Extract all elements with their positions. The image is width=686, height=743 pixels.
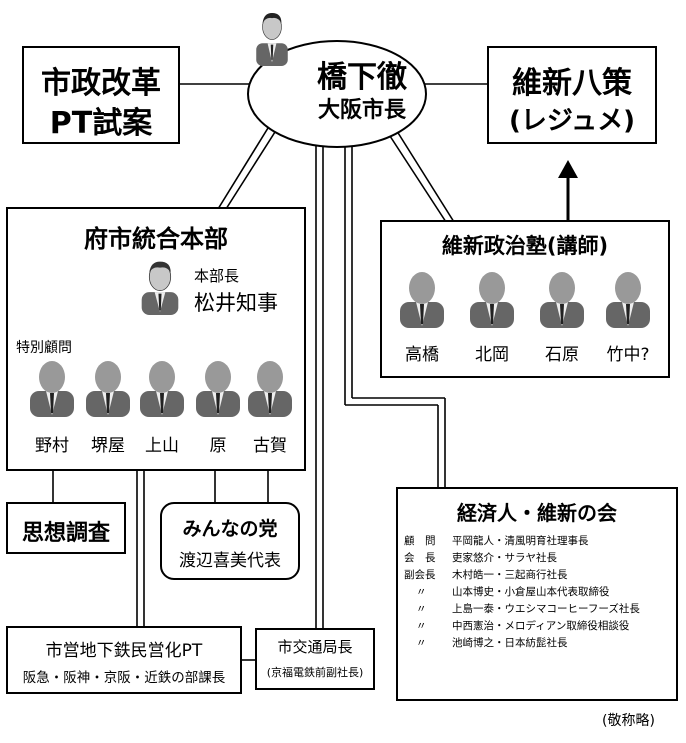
member-role: 顧 問: [404, 535, 436, 547]
honbu-head-role: 本部長: [194, 267, 240, 285]
ishin8-box: 維新八策 (レジュメ): [487, 46, 657, 144]
honbu-box: 府市統合本部 本部長 松井知事 特別顧問 野村 堺屋 上山 原 古賀: [6, 207, 306, 471]
advisor-4-icon: [196, 359, 240, 417]
keizai-member: 〃 中西憲治・メロディアン取締役相談役: [404, 618, 640, 635]
footnote: (敬称略): [602, 713, 655, 729]
member-person: 平岡龍人・清風明育社理事長: [452, 535, 589, 547]
member-person: 上島一泰・ウエシマコーヒーフーズ社長: [452, 603, 640, 615]
member-role: 〃: [416, 637, 427, 649]
keizai-member: 〃 山本博史・小倉屋山本代表取締役: [404, 584, 640, 601]
lecturer-1-icon: [400, 270, 444, 328]
member-person: 吏家悠介・サラヤ社長: [452, 552, 557, 564]
keizai-member-list: 顧 問 平岡龍人・清風明育社理事長 会 長 吏家悠介・サラヤ社長 副会長 木村皓一・三…: [404, 533, 640, 652]
hashimoto-portrait-icon: [250, 8, 300, 100]
kotsu-line2: (京福電鉄前副社長): [266, 666, 364, 679]
shiso-label: 思想調査: [21, 521, 110, 546]
subway-pt-box: 市営地下鉄民営化PT 阪急・阪神・京阪・近鉄の部課長: [6, 626, 242, 694]
reform-line2: PT試案: [49, 106, 153, 141]
member-person: 山本博史・小倉屋山本代表取締役: [452, 586, 610, 598]
juku-box: 維新政治塾(講師) 高橋 北岡 石原 竹中?: [380, 220, 670, 378]
member-person: 木村皓一・三起商行社長: [452, 569, 568, 581]
lecturer-4-icon: [606, 270, 650, 328]
reform-pt-box: 市政改革 PT試案: [22, 46, 180, 144]
advisor-2-name: 堺屋: [91, 436, 125, 456]
keizai-member: 副会長 木村皓一・三起商行社長: [404, 567, 640, 584]
keizai-member: 顧 問 平岡龍人・清風明育社理事長: [404, 533, 640, 550]
ishin8-line2: (レジュメ): [509, 106, 635, 136]
honbu-title: 府市統合本部: [84, 225, 228, 253]
member-role: 会 長: [404, 552, 436, 564]
advisor-4-name: 原: [209, 436, 227, 456]
keizai-member: 〃 池崎博之・日本紡髭社長: [404, 635, 640, 652]
keizai-box: 経済人・維新の会 顧 問 平岡龍人・清風明育社理事長 会 長 吏家悠介・サラヤ社長 …: [396, 487, 678, 701]
honbu-head-name: 松井知事: [194, 291, 278, 315]
member-person: 中西憲治・メロディアン取締役相談役: [452, 620, 630, 632]
lecturer-4-name: 竹中?: [606, 345, 650, 365]
center-title: 大阪市長: [317, 98, 406, 123]
advisor-2-icon: [86, 359, 130, 417]
juku-title: 維新政治塾(講師): [441, 234, 609, 258]
matsui-portrait-icon: [138, 257, 186, 333]
member-role: 副会長: [404, 569, 436, 581]
advisor-5-icon: [248, 359, 292, 417]
advisor-label: 特別顧問: [16, 340, 72, 356]
advisor-1-icon: [30, 359, 74, 417]
advisor-3-icon: [140, 359, 184, 417]
member-role: 〃: [416, 586, 427, 598]
lecturer-1-name: 高橋: [405, 345, 439, 365]
minna-line1: みんなの党: [182, 518, 278, 540]
keizai-member: 〃 上島一泰・ウエシマコーヒーフーズ社長: [404, 601, 640, 618]
center-name: 橋下徹: [317, 60, 407, 95]
advisor-5-name: 古賀: [253, 436, 287, 456]
reform-line1: 市政改革: [41, 66, 161, 101]
member-role: 〃: [416, 620, 427, 632]
ishin8-line1: 維新八策: [512, 66, 632, 101]
keizai-member: 会 長 吏家悠介・サラヤ社長: [404, 550, 640, 567]
minna-box: みんなの党 渡辺喜美代表: [160, 502, 300, 580]
shiso-box: 思想調査: [6, 502, 126, 554]
subway-line2: 阪急・阪神・京阪・近鉄の部課長: [22, 670, 226, 686]
minna-line2: 渡辺喜美代表: [179, 551, 281, 571]
kotsu-line1: 市交通局長: [277, 638, 353, 656]
lecturer-2-name: 北岡: [475, 345, 509, 365]
lecturer-3-icon: [540, 270, 584, 328]
lecturer-3-name: 石原: [545, 345, 579, 365]
lecturer-2-icon: [470, 270, 514, 328]
member-person: 池崎博之・日本紡髭社長: [452, 637, 568, 649]
keizai-title: 経済人・維新の会: [457, 501, 617, 525]
advisor-1-name: 野村: [35, 436, 69, 456]
member-role: 〃: [416, 603, 427, 615]
kotsu-box: 市交通局長 (京福電鉄前副社長): [255, 628, 375, 690]
subway-line1: 市営地下鉄民営化PT: [45, 641, 203, 661]
advisor-3-name: 上山: [145, 436, 179, 456]
